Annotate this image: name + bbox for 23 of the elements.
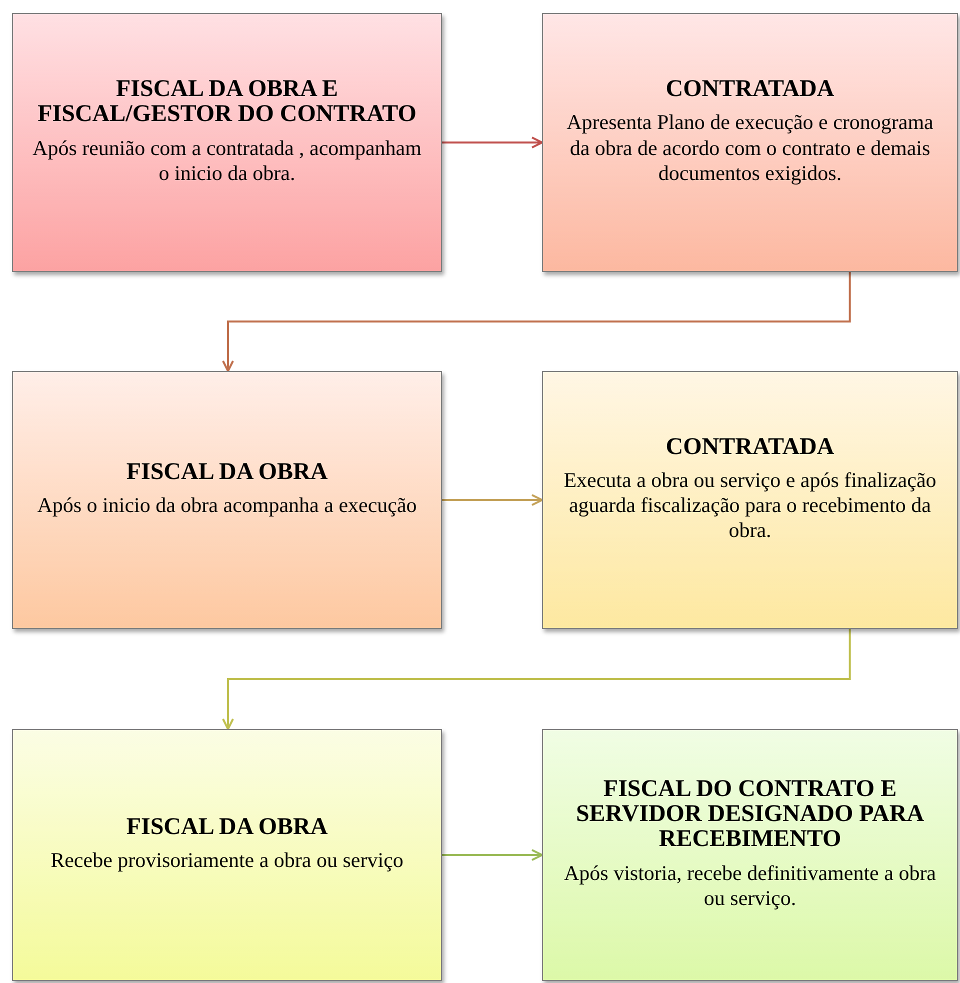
box-heading: FISCAL DO CONTRATO E SERVIDOR DESIGNADO PARA RECEBIMENTO [574,777,926,853]
box-heading: FISCAL DA OBRA E FISCAL/GESTOR DO CONTRATO [36,77,418,128]
process-box [12,13,442,272]
box-text: Após reunião com a contratada , acompanham o inicio da obra. [32,136,422,186]
process-box [12,371,442,629]
box-text: Após vistoria, recebe definitivamente a obra ou serviço. [562,860,938,911]
box-heading: FISCAL DA OBRA [126,814,328,840]
box-heading: CONTRATADA [666,77,834,102]
box-heading: FISCAL DA OBRA [126,460,328,485]
arrow [222,629,851,730]
box-text: Apresenta Plano de execução e cronograma da obra de acordo com o contrato e demais documentos exigidos. [566,110,934,186]
process-box [542,729,958,981]
arrow [442,136,543,148]
arrow [222,272,851,372]
box-heading: CONTRATADA [666,434,834,460]
arrow [442,849,543,861]
arrow [442,494,543,506]
box-text: Após o inicio da obra acompanha a execução [37,493,417,518]
process-box [542,371,958,629]
box-text: Executa a obra ou serviço e após finalização aguarda fiscalização para o recebimento da obra. [562,468,938,544]
box-text: Recebe provisoriamente a obra ou serviço [50,848,404,874]
process-box [12,729,442,981]
process-box [542,13,958,272]
